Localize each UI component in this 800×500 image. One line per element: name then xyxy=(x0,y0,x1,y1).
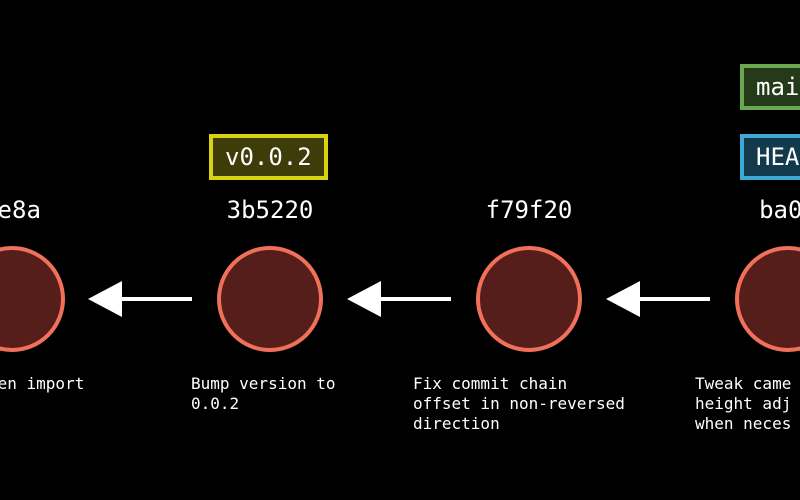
parent-arrow-icon xyxy=(606,281,710,317)
parent-arrow-icon xyxy=(88,281,192,317)
commit-sha: ba09 xyxy=(759,196,800,224)
head-label[interactable]: HEA xyxy=(740,134,800,180)
commit-message: ken import xyxy=(0,374,85,393)
commit-message: Tweak came height adj when neces xyxy=(695,374,792,433)
commit-node[interactable] xyxy=(735,246,800,352)
commit-sha: 7e8a xyxy=(0,196,41,224)
commit-message: Bump version to 0.0.2 xyxy=(191,374,336,413)
commit-node[interactable] xyxy=(476,246,582,352)
commit-sha: 3b5220 xyxy=(226,196,314,224)
parent-arrow-icon xyxy=(347,281,451,317)
branch-label[interactable]: mai xyxy=(740,64,800,110)
version-tag-label[interactable]: v0.0.2 xyxy=(209,134,328,180)
commit-node[interactable] xyxy=(0,246,65,352)
commit-node[interactable] xyxy=(217,246,323,352)
commit-sha: f79f20 xyxy=(485,196,573,224)
commit-message: Fix commit chain offset in non-reversed … xyxy=(413,374,625,433)
